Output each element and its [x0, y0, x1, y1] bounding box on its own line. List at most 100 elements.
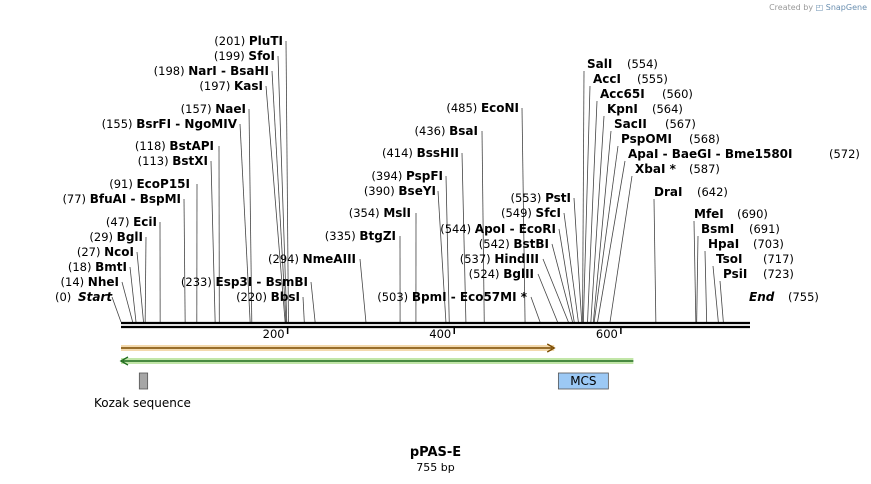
enzyme-name: BsrFI — [136, 117, 171, 131]
site-position: (197) — [199, 79, 234, 93]
tick-label-200: 200 — [263, 327, 285, 341]
start-label: Start — [78, 290, 113, 304]
site-connector — [719, 280, 724, 323]
site-label: KpnI — [607, 102, 638, 116]
site-bstbi: (542) BstBI — [479, 237, 549, 251]
site-position: (118) — [135, 139, 170, 153]
tick-label-400: 400 — [429, 327, 451, 341]
end-label: End — [749, 290, 775, 304]
enzyme-name: NheI — [88, 275, 119, 289]
site-label: BsmI — [701, 222, 734, 236]
site-connector — [704, 250, 708, 323]
site-bsmi: BsmI (691) — [701, 222, 780, 236]
mcs-box — [557, 372, 609, 390]
enzyme-name: Acc65I — [600, 87, 645, 101]
site-position: (544) — [440, 222, 475, 236]
enzyme-name: - BaeGI — [658, 147, 711, 161]
enzyme-name: NcoI — [104, 245, 134, 259]
site-bglii: (524) BglII — [469, 267, 534, 281]
site-bsshii: (414) BssHII — [382, 146, 459, 160]
site-label: (91) EcoP15I — [109, 177, 190, 191]
site-connector — [693, 220, 697, 323]
site-position: (567) — [665, 117, 696, 131]
enzyme-name: - BsaHI — [217, 64, 269, 78]
end-position: (755) — [788, 290, 819, 304]
site-label: Acc65I — [600, 87, 645, 101]
arrow-right-icon — [546, 343, 556, 353]
site-acc65i: Acc65I(560) — [600, 87, 693, 101]
site-position: (18) — [68, 260, 95, 274]
site-label: (503) BpmI - Eco57MI * — [377, 290, 527, 304]
site-label: SalI — [587, 57, 612, 71]
site-label: (233) Esp3I - BsmBI — [181, 275, 308, 289]
site-mfei: MfeI (690) — [694, 207, 768, 221]
enzyme-name: - NgoMIV — [171, 117, 238, 131]
site-bseyi: (390) BseYI — [364, 184, 436, 198]
site-sfci: (549) SfcI — [501, 206, 561, 220]
site-label: TsoI — [716, 252, 742, 266]
site-position: (113) — [138, 154, 173, 168]
site-position: (642) — [697, 185, 728, 199]
site-sali: SalI (554) — [587, 57, 658, 71]
site-connector — [265, 85, 286, 323]
kozak-box — [138, 372, 149, 390]
site-apai-baegi-bme1580i: ApaI - BaeGI - Bme1580I(572) — [628, 147, 860, 161]
site-esp3i-bsmbi: (233) Esp3I - BsmBI — [181, 275, 308, 289]
site-position: (691) — [749, 222, 780, 236]
site-position: (542) — [479, 237, 514, 251]
site-bpmi-eco57mi: (503) BpmI - Eco57MI * — [377, 290, 527, 304]
site-apoi-ecori: (544) ApoI - EcoRI — [440, 222, 556, 236]
site-position: (198) — [154, 64, 189, 78]
site-label: (549) SfcI — [501, 206, 561, 220]
enzyme-name: BssHII — [417, 146, 459, 160]
site-bsai: (436) BsaI — [415, 124, 478, 138]
enzyme-name: BbsI — [271, 290, 300, 304]
site-label: (544) ApoI - EcoRI — [440, 222, 556, 236]
site-label: MfeI — [694, 207, 724, 221]
site-position: (199) — [214, 49, 249, 63]
enzyme-name: - BspMI — [126, 192, 181, 206]
site-hpai: HpaI(703) — [708, 237, 784, 251]
enzyme-name: HpaI — [708, 237, 739, 251]
site-label: SacII — [614, 117, 647, 131]
site-nmeaiii: (294) NmeAIII — [268, 252, 356, 266]
site-position: (394) — [371, 169, 406, 183]
site-connector — [277, 55, 288, 323]
site-position: (554) — [627, 57, 658, 71]
site-position: (723) — [763, 267, 794, 281]
site-connector — [461, 152, 467, 323]
site-label: (542) BstBI — [479, 237, 549, 251]
enzyme-name: MfeI — [694, 207, 724, 221]
site-position: (690) — [737, 207, 768, 221]
site-label: (524) BglII — [469, 267, 534, 281]
site-connector — [592, 130, 612, 323]
site-label: (155) BsrFI - NgoMIV — [102, 117, 238, 131]
site-ncoi: (27) NcoI — [77, 245, 134, 259]
site-label: (118) BstAPI — [135, 139, 214, 153]
enzyme-name: PstI — [545, 191, 571, 205]
start-position: (0) — [55, 290, 71, 304]
site-label: ApaI - BaeGI - Bme1580I — [628, 147, 793, 161]
site-position: (77) — [62, 192, 89, 206]
site-connector — [271, 70, 287, 323]
site-label: (394) PspFI — [371, 169, 443, 183]
snapgene-logo-icon: ◰ — [815, 3, 824, 12]
site-label: AccI — [593, 72, 621, 86]
site-position: (553) — [510, 191, 545, 205]
enzyme-name: KpnI — [607, 102, 638, 116]
enzyme-name: - Bme1580I — [712, 147, 793, 161]
enzyme-name: EcoP15I — [136, 177, 190, 191]
site-label: PspOMI — [621, 132, 672, 146]
site-label: (27) NcoI — [77, 245, 134, 259]
enzyme-name: AccI — [593, 72, 621, 86]
enzyme-name: BstAPI — [169, 139, 214, 153]
enzyme-name: EciI — [133, 215, 157, 229]
site-hindiii: (537) HindIII — [460, 252, 539, 266]
site-label: (201) PluTI — [214, 34, 283, 48]
enzyme-name: NmeAIII — [303, 252, 356, 266]
enzyme-name: BfuAI — [90, 192, 127, 206]
site-pspfi: (394) PspFI — [371, 169, 443, 183]
